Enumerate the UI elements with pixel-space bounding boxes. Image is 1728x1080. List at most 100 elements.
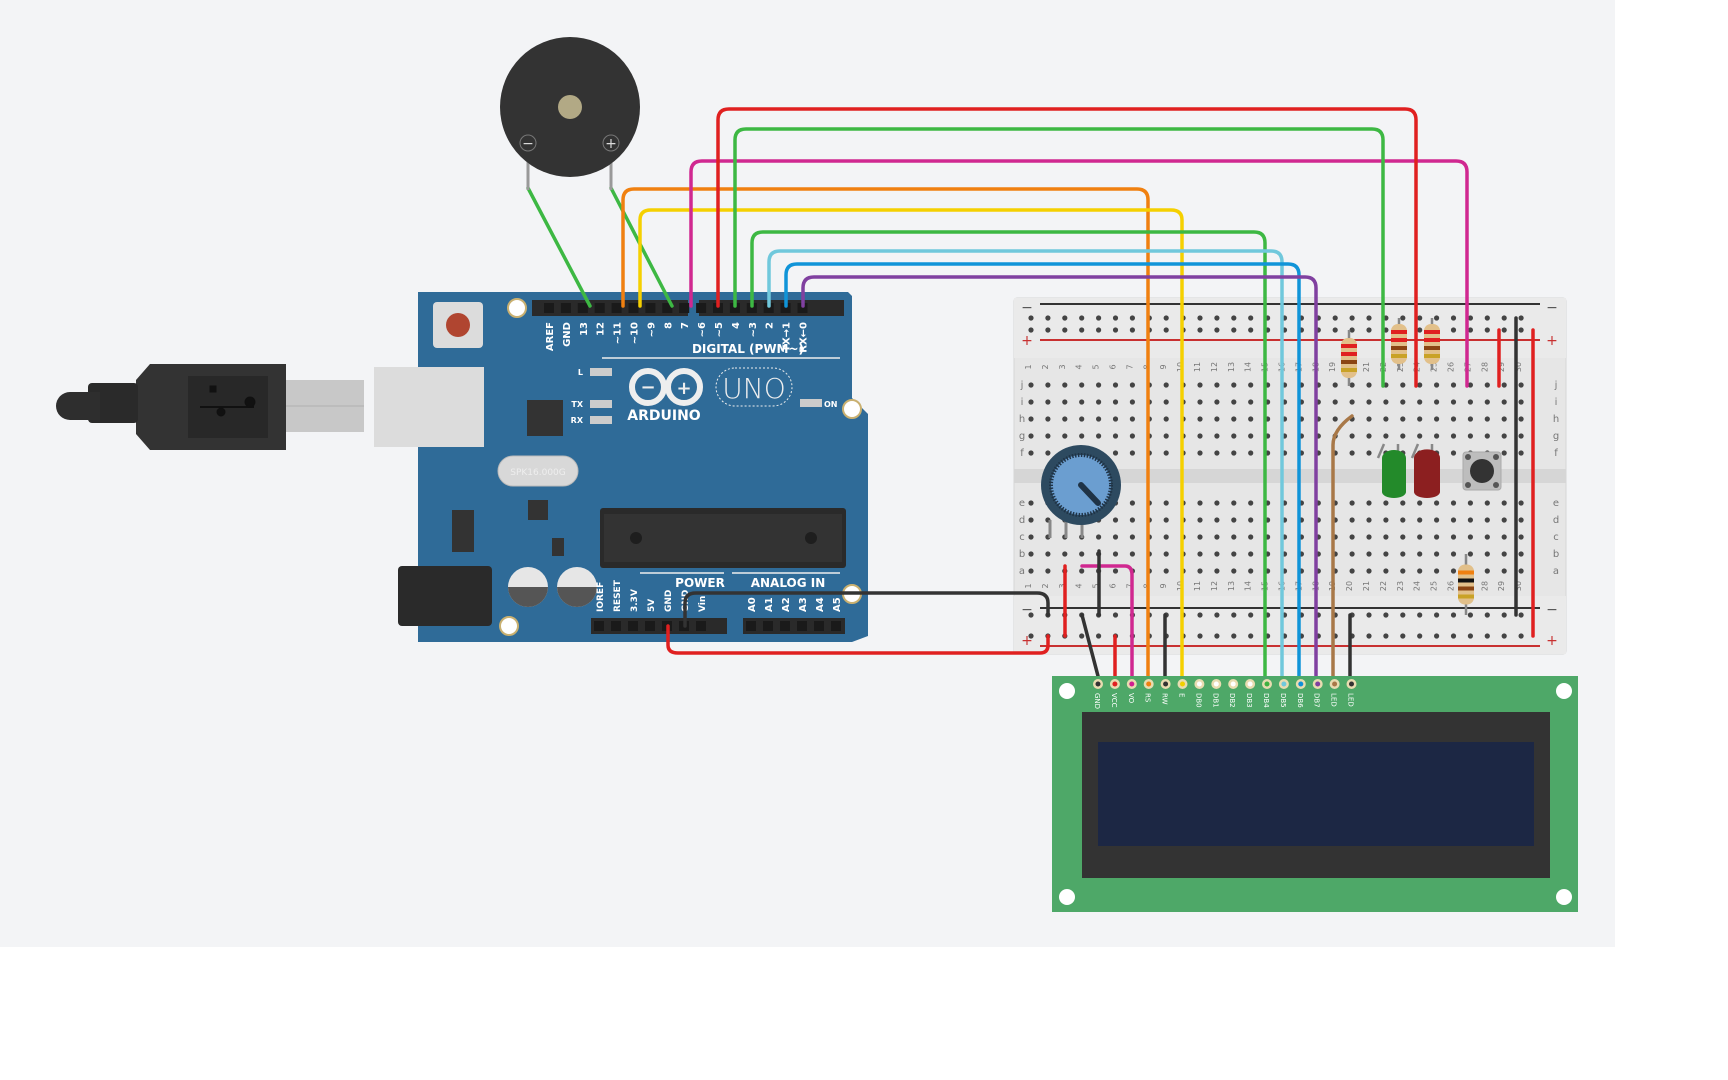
breadboard-hole[interactable] [1079, 399, 1085, 405]
breadboard-hole[interactable] [1501, 433, 1507, 439]
rail-hole[interactable] [1484, 612, 1490, 618]
breadboard-hole[interactable] [1518, 551, 1524, 557]
breadboard-hole[interactable] [1467, 433, 1473, 439]
breadboard-hole[interactable] [1417, 551, 1423, 557]
breadboard-hole[interactable] [1062, 416, 1068, 422]
digital-pin[interactable] [797, 303, 808, 313]
breadboard-hole[interactable] [1417, 399, 1423, 405]
breadboard-hole[interactable] [1096, 382, 1102, 388]
breadboard-hole[interactable] [1197, 416, 1203, 422]
breadboard-hole[interactable] [1501, 450, 1507, 456]
breadboard-hole[interactable] [1450, 534, 1457, 540]
breadboard-hole[interactable] [1484, 551, 1490, 557]
breadboard-hole[interactable] [1214, 382, 1220, 388]
breadboard-hole[interactable] [1096, 534, 1102, 540]
breadboard-hole[interactable] [1400, 517, 1406, 523]
breadboard-hole[interactable] [1467, 382, 1473, 388]
breadboard-hole[interactable] [1112, 399, 1119, 405]
breadboard-hole[interactable] [1518, 416, 1524, 422]
breadboard-hole[interactable] [1028, 568, 1034, 574]
digital-pin[interactable] [628, 303, 639, 313]
breadboard-hole[interactable] [1417, 416, 1423, 422]
breadboard-hole[interactable] [1028, 517, 1034, 523]
breadboard-hole[interactable] [1079, 416, 1085, 422]
breadboard-hole[interactable] [1366, 568, 1372, 574]
digital-pin[interactable] [594, 303, 605, 313]
rail-hole[interactable] [1112, 612, 1119, 618]
breadboard-hole[interactable] [1450, 399, 1457, 405]
breadboard-hole[interactable] [1248, 500, 1254, 506]
digital-pin[interactable] [729, 303, 740, 313]
push-button[interactable] [1462, 451, 1502, 491]
breadboard-hole[interactable] [1383, 534, 1389, 540]
rail-hole[interactable] [1501, 315, 1507, 321]
rail-hole[interactable] [1028, 315, 1034, 321]
rail-hole[interactable] [1417, 315, 1423, 321]
resistor[interactable] [1424, 318, 1440, 370]
breadboard-hole[interactable] [1400, 382, 1406, 388]
breadboard-hole[interactable] [1366, 433, 1372, 439]
analog-pin[interactable] [831, 621, 841, 631]
rail-hole[interactable] [1112, 315, 1119, 321]
breadboard-hole[interactable] [1231, 568, 1237, 574]
breadboard-hole[interactable] [1028, 500, 1034, 506]
rail-hole[interactable] [1045, 327, 1051, 333]
breadboard-hole[interactable] [1129, 450, 1135, 456]
led-red[interactable] [1410, 443, 1440, 498]
breadboard-hole[interactable] [1028, 433, 1034, 439]
rail-hole[interactable] [1028, 612, 1034, 618]
breadboard-hole[interactable] [1197, 551, 1203, 557]
rail-hole[interactable] [1450, 633, 1457, 639]
rail-hole[interactable] [1045, 315, 1051, 321]
breadboard-hole[interactable] [1501, 416, 1507, 422]
wire-lcd-led-anode[interactable] [1331, 414, 1354, 692]
rail-hole[interactable] [1400, 612, 1406, 618]
rail-hole[interactable] [1129, 315, 1135, 321]
digital-pin[interactable] [746, 303, 757, 313]
breadboard-hole[interactable] [1400, 568, 1406, 574]
breadboard-hole[interactable] [1045, 551, 1051, 557]
rail-hole[interactable] [1332, 315, 1338, 321]
wire-gnd[interactable] [683, 591, 1050, 628]
breadboard-hole[interactable] [1214, 433, 1220, 439]
breadboard-hole[interactable] [1112, 382, 1119, 388]
arduino-uno[interactable]: SPK16.000G − + ARDUINO UNO L TX RX ON [374, 292, 868, 642]
breadboard-hole[interactable] [1332, 382, 1338, 388]
breadboard-hole[interactable] [1349, 568, 1355, 574]
rail-hole[interactable] [1434, 315, 1440, 321]
breadboard-hole[interactable] [1163, 382, 1169, 388]
breadboard-hole[interactable] [1450, 500, 1457, 506]
rail-hole[interactable] [1450, 315, 1457, 321]
breadboard-hole[interactable] [1045, 382, 1051, 388]
rail-hole[interactable] [1501, 612, 1507, 618]
breadboard-hole[interactable] [1129, 534, 1135, 540]
breadboard-hole[interactable] [1112, 416, 1119, 422]
breadboard-hole[interactable] [1332, 416, 1338, 422]
breadboard-hole[interactable] [1450, 551, 1457, 557]
breadboard-hole[interactable] [1197, 450, 1203, 456]
breadboard-hole[interactable] [1248, 416, 1254, 422]
rail-hole[interactable] [1518, 327, 1524, 333]
breadboard-hole[interactable] [1467, 517, 1473, 523]
rail-hole[interactable] [1197, 633, 1203, 639]
breadboard-hole[interactable] [1062, 399, 1068, 405]
breadboard-hole[interactable] [1112, 450, 1119, 456]
rail-hole[interactable] [1450, 327, 1457, 333]
rail-hole[interactable] [1484, 315, 1490, 321]
usb-cable[interactable] [56, 364, 364, 450]
rail-hole[interactable] [1062, 315, 1068, 321]
rail-hole[interactable] [1079, 327, 1085, 333]
breadboard-hole[interactable] [1484, 382, 1490, 388]
breadboard-hole[interactable] [1467, 551, 1473, 557]
breadboard-hole[interactable] [1248, 534, 1254, 540]
digital-pin[interactable] [577, 303, 588, 313]
analog-pin[interactable] [814, 621, 824, 631]
breadboard-hole[interactable] [1214, 517, 1220, 523]
rail-hole[interactable] [1129, 327, 1135, 333]
breadboard-hole[interactable] [1400, 500, 1406, 506]
breadboard-hole[interactable] [1417, 500, 1423, 506]
breadboard-hole[interactable] [1129, 416, 1135, 422]
breadboard-hole[interactable] [1163, 500, 1169, 506]
rail-hole[interactable] [1417, 327, 1423, 333]
